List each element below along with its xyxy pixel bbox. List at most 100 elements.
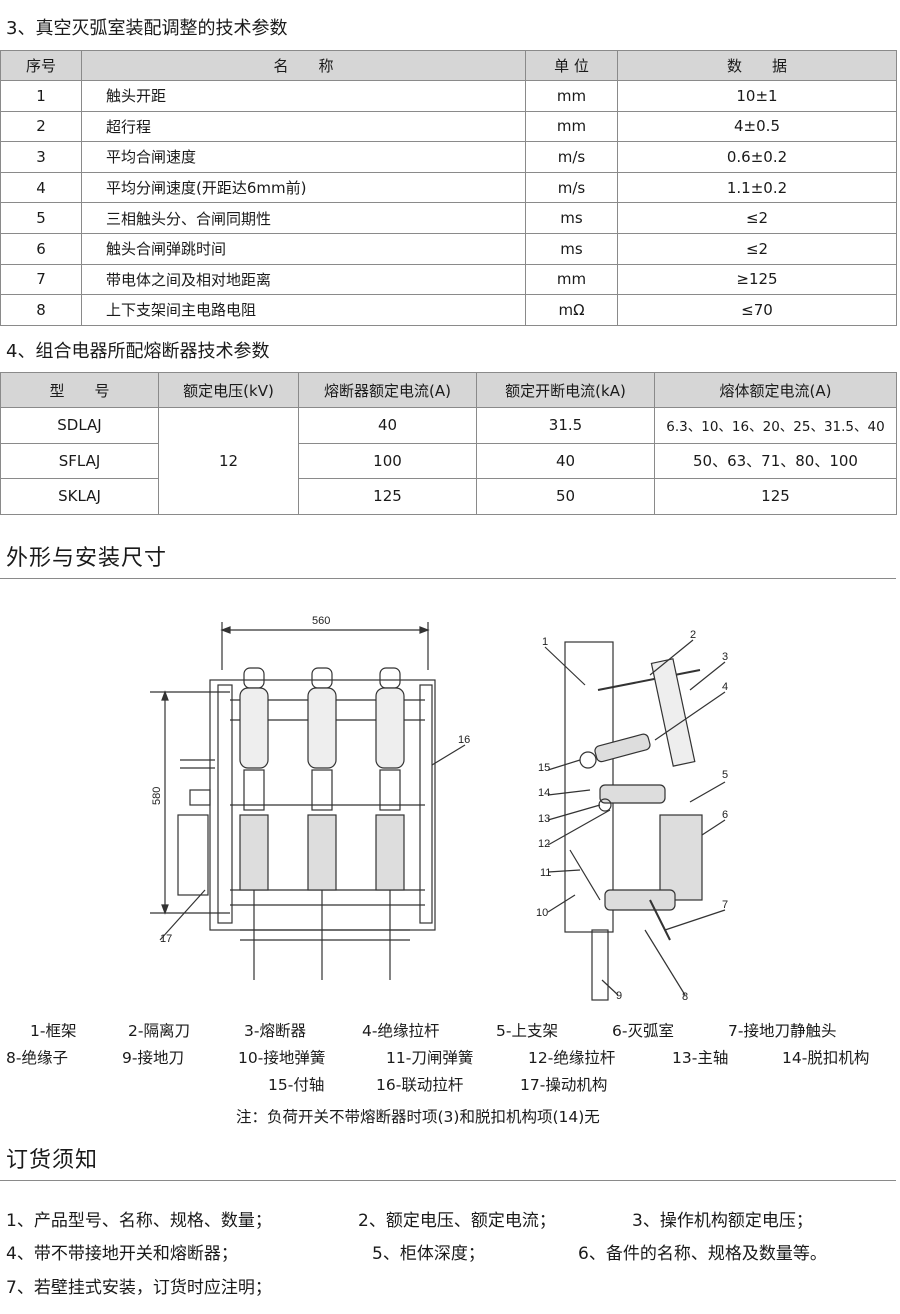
- legend-item: 8-绝缘子: [6, 1049, 68, 1067]
- legend-item: 1-框架: [30, 1022, 77, 1040]
- table-row: SDLAJ 12 40 31.5 6.3、10、16、20、25、31.5、40: [0, 407, 897, 515]
- callout-label: 14: [538, 787, 550, 799]
- cell: mm: [525, 263, 618, 296]
- cell: mm: [525, 80, 618, 112]
- col-header: 型 号: [0, 372, 159, 408]
- cell: ms: [525, 232, 618, 265]
- callout-label: 2: [690, 629, 696, 641]
- cell: 1: [0, 80, 82, 112]
- ordering-title: 订货须知: [6, 1148, 99, 1173]
- cell: 触头开距: [81, 80, 526, 112]
- cell: 3: [0, 141, 82, 173]
- cell: 40: [298, 407, 477, 444]
- cell: 0.6±0.2: [617, 141, 897, 173]
- cell: mΩ: [525, 294, 618, 326]
- callout-label: 16: [458, 734, 470, 746]
- cell: ≤70: [617, 294, 897, 326]
- cell: 125: [654, 478, 897, 515]
- legend-item: 11-刀闸弹簧: [386, 1049, 474, 1067]
- callout-label: 7: [722, 899, 728, 911]
- cell: 40: [476, 442, 655, 479]
- callout-label: 5: [722, 769, 728, 781]
- cell: 三相触头分、合闸同期性: [81, 202, 526, 234]
- fuse-params-table: 型 号 额定电压(kV) 熔断器额定电流(A) 额定开断电流(kA) 熔体额定电…: [0, 372, 897, 515]
- cell: 5: [0, 202, 82, 234]
- cell: ≥125: [617, 263, 897, 296]
- legend-item: 14-脱扣机构: [782, 1049, 870, 1067]
- legend-item: 10-接地弹簧: [238, 1049, 326, 1067]
- table-header-row: 序号 名 称 单 位 数 据: [0, 50, 897, 81]
- legend-item: 3-熔断器: [244, 1022, 306, 1040]
- callout-label: 13: [538, 813, 550, 825]
- callout-label: 8: [682, 991, 688, 1003]
- callout-label: 10: [536, 907, 548, 919]
- legend-item: 17-操动机构: [520, 1076, 608, 1094]
- dimensions-title: 外形与安装尺寸: [6, 546, 168, 571]
- cell: SFLAJ: [0, 442, 159, 479]
- callout-label: 15: [538, 762, 550, 774]
- cell: 带电体之间及相对地距离: [81, 263, 526, 296]
- cell: m/s: [525, 171, 618, 204]
- legend-item: 2-隔离刀: [128, 1022, 190, 1040]
- cell: 4±0.5: [617, 110, 897, 143]
- legend-item: 13-主轴: [672, 1049, 729, 1067]
- cell: 4: [0, 171, 82, 204]
- legend-item: 4-绝缘拉杆: [362, 1022, 440, 1040]
- col-header: 单 位: [525, 50, 618, 81]
- legend-item: 12-绝缘拉杆: [528, 1049, 616, 1067]
- cell: 100: [298, 442, 477, 479]
- dimension-drawing: 560 580 16 17 1 2 3 4 5 6 7 8 9 10 11 12…: [150, 615, 728, 1003]
- col-header: 熔断器额定电流(A): [298, 372, 477, 408]
- order-item: 1、产品型号、名称、规格、数量；: [6, 1211, 272, 1231]
- cell: 50、63、71、80、100: [654, 442, 897, 479]
- col-header: 额定电压(kV): [158, 372, 299, 408]
- legend-item: 16-联动拉杆: [376, 1076, 464, 1094]
- legend-item: 5-上支架: [496, 1022, 558, 1040]
- callout-label: 3: [722, 651, 728, 663]
- cell: 超行程: [81, 110, 526, 143]
- voltage-cell: 12: [158, 407, 299, 515]
- legend-item: 15-付轴: [268, 1076, 325, 1094]
- cell: ≤2: [617, 232, 897, 265]
- cell: 1.1±0.2: [617, 171, 897, 204]
- order-item: 4、带不带接地开关和熔断器；: [6, 1244, 238, 1264]
- cell: 触头合闸弹跳时间: [81, 232, 526, 265]
- callout-label: 1: [542, 636, 548, 648]
- callout-label: 4: [722, 681, 728, 693]
- callout-label: 17: [160, 933, 172, 945]
- col-header: 数 据: [617, 50, 897, 81]
- callout-label: 12: [538, 838, 550, 850]
- cell: 10±1: [617, 80, 897, 112]
- height-dimension-label: 580: [151, 787, 163, 805]
- cell: 6.3、10、16、20、25、31.5、40: [654, 407, 897, 444]
- section-divider: [0, 1180, 896, 1181]
- cell: 6: [0, 232, 82, 265]
- callout-label: 6: [722, 809, 728, 821]
- table-row: SKLAJ 125 50 125: [0, 478, 897, 515]
- cell: 125: [298, 478, 477, 515]
- cell: ms: [525, 202, 618, 234]
- cell: SDLAJ: [0, 407, 159, 444]
- legend-item: 7-接地刀静触头: [728, 1022, 837, 1040]
- col-header: 额定开断电流(kA): [476, 372, 655, 408]
- section4-title: 4、组合电器所配熔断器技术参数: [6, 341, 270, 362]
- legend-item: 9-接地刀: [122, 1049, 184, 1067]
- callout-label: 9: [616, 990, 622, 1002]
- order-item: 5、柜体深度；: [372, 1244, 485, 1264]
- cell: 2: [0, 110, 82, 143]
- legend-note: 注：负荷开关不带熔断器时项(3)和脱扣机构项(14)无: [236, 1108, 600, 1126]
- col-header: 序号: [0, 50, 82, 81]
- cell: 50: [476, 478, 655, 515]
- col-header: 名 称: [81, 50, 526, 81]
- cell: m/s: [525, 141, 618, 173]
- cell: ≤2: [617, 202, 897, 234]
- cell: 7: [0, 263, 82, 296]
- col-header: 熔体额定电流(A): [654, 372, 897, 408]
